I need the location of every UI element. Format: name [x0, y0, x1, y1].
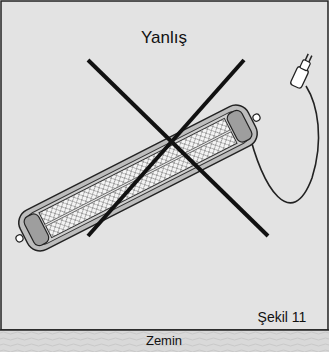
power-cable — [248, 86, 319, 203]
background-panel — [1, 1, 328, 330]
figure-heading: Yanlış — [141, 29, 187, 48]
figure-number: Şekil 11 — [258, 310, 307, 325]
floor-label: Zemin — [146, 334, 182, 348]
power-plug — [290, 52, 316, 89]
wrong-cross — [88, 60, 268, 236]
floor-band — [0, 330, 329, 352]
